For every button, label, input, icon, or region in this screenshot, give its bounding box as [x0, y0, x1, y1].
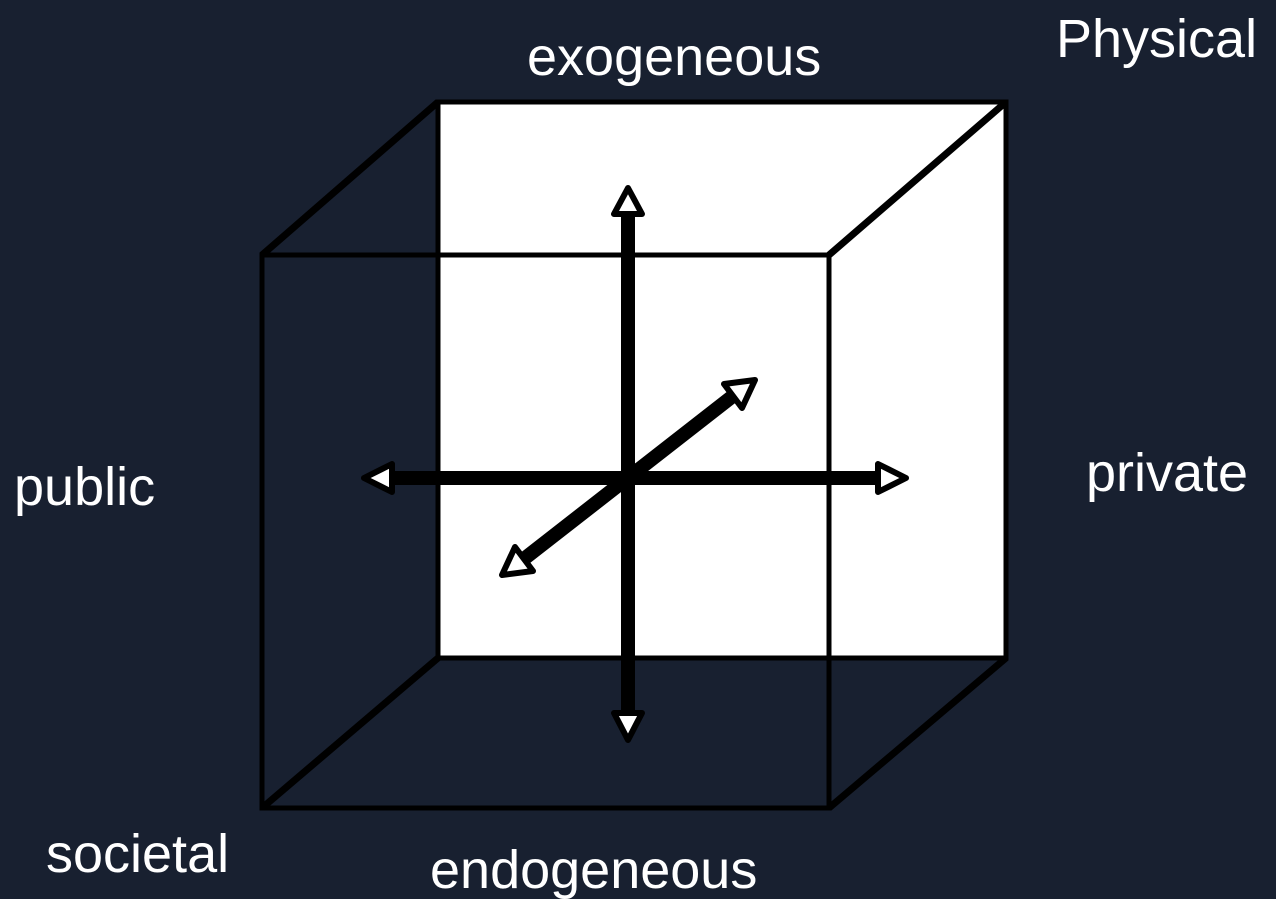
cube-edge-top-right: [826, 99, 1009, 258]
cube-edge-top-left: [259, 99, 441, 258]
cube-front-face: [259, 252, 832, 811]
cube-edge-bottom-right: [826, 655, 1009, 811]
label-private: private: [1086, 443, 1249, 503]
label-endogeneous: endogeneous: [430, 840, 758, 899]
cube-left-face: [262, 102, 438, 808]
vertical-axis-arrow: [611, 185, 645, 743]
label-exogeneous: exogeneous: [527, 27, 822, 87]
cube-right-face: [829, 102, 1006, 808]
cube-back-edges: [435, 99, 1009, 661]
label-physical: Physical: [1056, 9, 1258, 69]
label-societal: societal: [46, 824, 230, 884]
depth-axis-arrow: [499, 377, 758, 578]
cube-edge-bottom-left: [259, 655, 441, 811]
label-public: public: [14, 457, 156, 517]
